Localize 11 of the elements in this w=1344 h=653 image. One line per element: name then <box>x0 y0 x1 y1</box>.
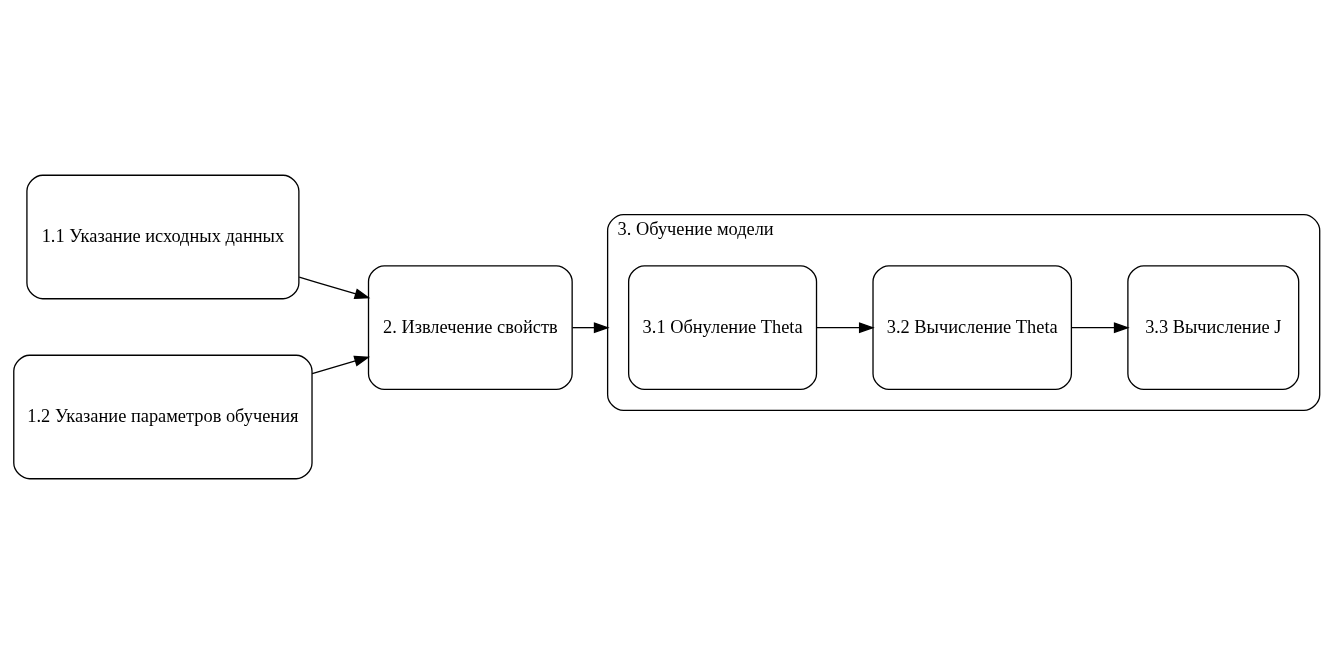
node-box: 3.2 Вычисление Theta <box>872 264 1073 390</box>
arrow <box>311 355 371 374</box>
node-box: 1.2 Указание параметров обучения <box>13 354 313 479</box>
node-box: 1.1 Указание исходных данных <box>26 174 300 299</box>
arrow <box>1070 321 1130 333</box>
node-box: 3.3 Вычисление J <box>1127 264 1300 390</box>
node-box: 2. Извлечение свойств <box>367 264 573 390</box>
node-box: 3.1 Обнуление Theta <box>628 264 818 390</box>
arrow <box>815 321 875 333</box>
arrow <box>298 276 371 299</box>
arrow <box>571 321 610 333</box>
